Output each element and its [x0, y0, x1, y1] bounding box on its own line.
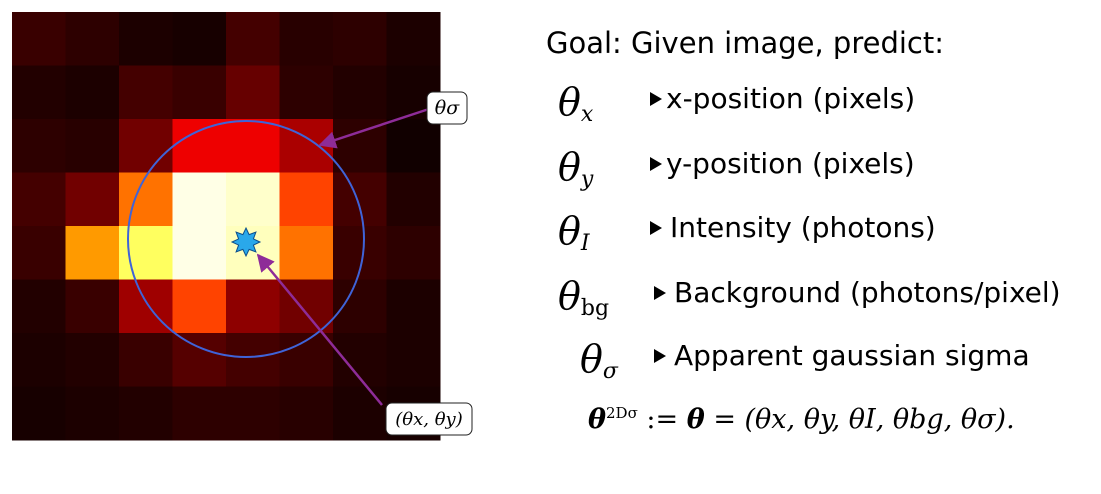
spot-image-heatmap [12, 12, 441, 441]
heatmap-cell [226, 65, 280, 120]
sigma-circle [127, 120, 365, 358]
param-description: Intensity (photons) [670, 211, 936, 244]
heatmap-cell [12, 172, 66, 227]
heatmap-cell [12, 119, 66, 173]
heatmap-cell [172, 65, 227, 120]
heatmap-cell [65, 279, 120, 334]
heatmap-cell [65, 386, 120, 441]
param-row-sigma: θσ Apparent gaussian sigma [548, 337, 1101, 393]
heatmap-cell [12, 12, 66, 66]
heatmap-cell [279, 279, 334, 334]
heatmap-cell [279, 333, 334, 387]
heatmap-cell [333, 172, 387, 227]
heatmap-cell [119, 119, 173, 173]
sigma-arrow [318, 106, 433, 149]
heatmap-cell [386, 279, 441, 334]
param-description: Background (photons/pixel) [674, 276, 1061, 309]
heatmap-cell [226, 119, 280, 173]
param-symbol: θI [558, 209, 590, 256]
heatmap-cell [65, 172, 120, 227]
heatmap-cell [119, 333, 173, 387]
param-symbol: θbg [558, 274, 610, 321]
heatmap-cell [172, 386, 227, 441]
goal-text: Goal: Given image, predict: [546, 26, 945, 60]
bullet-icon [650, 92, 662, 106]
center-star-icon [230, 226, 262, 258]
param-description: x-position (pixels) [666, 82, 916, 115]
sigma-label: θσ [426, 91, 468, 125]
heatmap-cell [172, 279, 227, 334]
heatmap-cell [65, 65, 120, 120]
heatmap-cell [226, 172, 280, 227]
param-symbol: θx [558, 80, 594, 127]
heatmap-cell [386, 333, 441, 387]
heatmap-cell [65, 12, 120, 66]
center-arrow [256, 253, 383, 406]
heatmap-cell [172, 172, 227, 227]
parameter-vector-formula: θ2Dσ := θ = (θx, θy, θI, θbg, θσ). [588, 404, 1015, 435]
heatmap-cell [65, 119, 120, 173]
heatmap-cell [333, 386, 387, 441]
heatmap-cell [65, 226, 120, 280]
heatmap-cell [119, 226, 173, 280]
heatmap-cell [119, 12, 173, 66]
heatmap-cell [386, 12, 441, 66]
heatmap-cell [386, 226, 441, 280]
heatmap-cell [279, 226, 334, 280]
heatmap-cell [226, 12, 280, 66]
heatmap-cell [12, 333, 66, 387]
param-description: Apparent gaussian sigma [674, 339, 1030, 372]
param-row-x: θx x-position (pixels) [548, 80, 1101, 136]
heatmap-cell [65, 333, 120, 387]
heatmap-cell [172, 119, 227, 173]
heatmap-cell [119, 65, 173, 120]
heatmap-cell [333, 12, 387, 66]
param-row-background: θbg Background (photons/pixel) [548, 274, 1101, 330]
heatmap-cell [279, 65, 334, 120]
param-row-intensity: θI Intensity (photons) [548, 209, 1101, 265]
heatmap-cell [12, 279, 66, 334]
param-symbol: θy [558, 145, 594, 192]
heatmap-cell [226, 386, 280, 441]
heatmap-cell [172, 12, 227, 66]
param-description: y-position (pixels) [666, 147, 915, 180]
heatmap-cell [119, 172, 173, 227]
heatmap-cell [172, 333, 227, 387]
heatmap-cell [12, 226, 66, 280]
sigma-label-text: θσ [435, 97, 460, 119]
bullet-icon [654, 349, 666, 363]
bullet-icon [650, 157, 662, 171]
heatmap-cell [279, 386, 334, 441]
center-label: (θx, θy) [385, 402, 473, 436]
heatmap-cell [119, 386, 173, 441]
heatmap-cell [226, 333, 280, 387]
bullet-icon [650, 221, 662, 235]
heatmap-cell [386, 119, 441, 173]
heatmap-cell [279, 172, 334, 227]
heatmap-cell [12, 386, 66, 441]
heatmap-cell [172, 226, 227, 280]
heatmap-cell [386, 172, 441, 227]
heatmap-cell [226, 279, 280, 334]
heatmap-cell [333, 279, 387, 334]
heatmap-cell [12, 65, 66, 120]
bullet-icon [654, 286, 666, 300]
param-row-y: θy y-position (pixels) [548, 145, 1101, 201]
heatmap-cell [279, 119, 334, 173]
heatmap-cell [333, 119, 387, 173]
heatmap-cell [333, 65, 387, 120]
heatmap-cell [279, 12, 334, 66]
center-label-text: (θx, θy) [395, 409, 462, 430]
param-symbol: θσ [580, 337, 618, 384]
